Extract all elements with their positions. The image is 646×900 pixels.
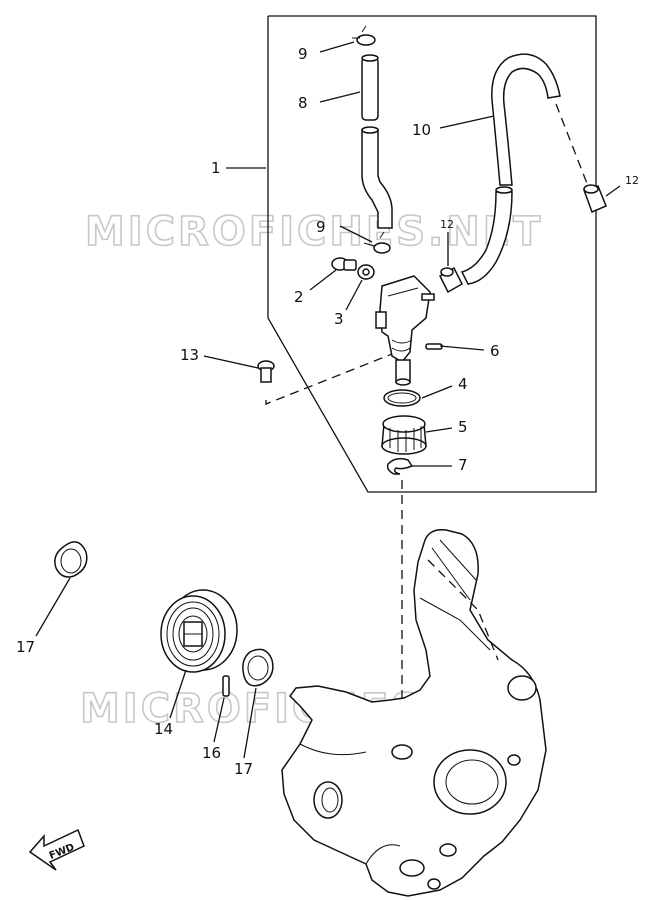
part-5-gear xyxy=(381,415,427,455)
leader-lines xyxy=(35,41,621,759)
assembly-bracket xyxy=(267,15,597,493)
part-4-o-ring xyxy=(383,389,421,407)
callout-12-center: 12 xyxy=(440,218,454,231)
callout-3: 3 xyxy=(334,310,344,328)
callout-9-lower: 9 xyxy=(316,218,326,236)
callout-4: 4 xyxy=(458,375,468,393)
part-17-circlip-left xyxy=(54,541,88,578)
part-8-hose xyxy=(361,54,393,229)
part-10-hose xyxy=(460,53,561,285)
watermark-top: MICROFICHES.NET xyxy=(85,209,543,255)
callout-6: 6 xyxy=(490,342,500,360)
callout-7: 7 xyxy=(458,456,468,474)
part-2-bolt xyxy=(331,257,357,271)
engine-crankcase xyxy=(281,528,547,897)
callout-2: 2 xyxy=(294,288,304,306)
callout-16: 16 xyxy=(202,744,221,762)
callout-13: 13 xyxy=(180,346,199,364)
callout-9: 9 xyxy=(298,45,308,63)
part-17-circlip-right xyxy=(242,648,274,687)
part-12-cap-right xyxy=(583,184,607,214)
callout-17-right: 17 xyxy=(234,760,253,778)
callout-17-left: 17 xyxy=(16,638,35,656)
callout-8: 8 xyxy=(298,94,308,112)
callout-5: 5 xyxy=(458,418,468,436)
part-6-pin xyxy=(425,343,443,350)
part-16-pin xyxy=(222,675,230,697)
callout-1: 1 xyxy=(211,159,221,177)
part-9-clip-top xyxy=(352,25,376,46)
callout-12-right: 12 xyxy=(625,174,639,187)
callout-10: 10 xyxy=(412,121,431,139)
part-9-clip-lower xyxy=(363,231,391,254)
part-3-washer xyxy=(357,264,375,280)
part-14-pulley xyxy=(160,589,238,673)
part-13-screw xyxy=(257,360,275,383)
oil-pump-body xyxy=(375,275,435,386)
fwd-arrow-icon: FWD xyxy=(28,828,85,871)
part-7-circlip xyxy=(386,457,414,475)
part-12-cap-center xyxy=(439,266,463,294)
callout-14: 14 xyxy=(154,720,173,738)
